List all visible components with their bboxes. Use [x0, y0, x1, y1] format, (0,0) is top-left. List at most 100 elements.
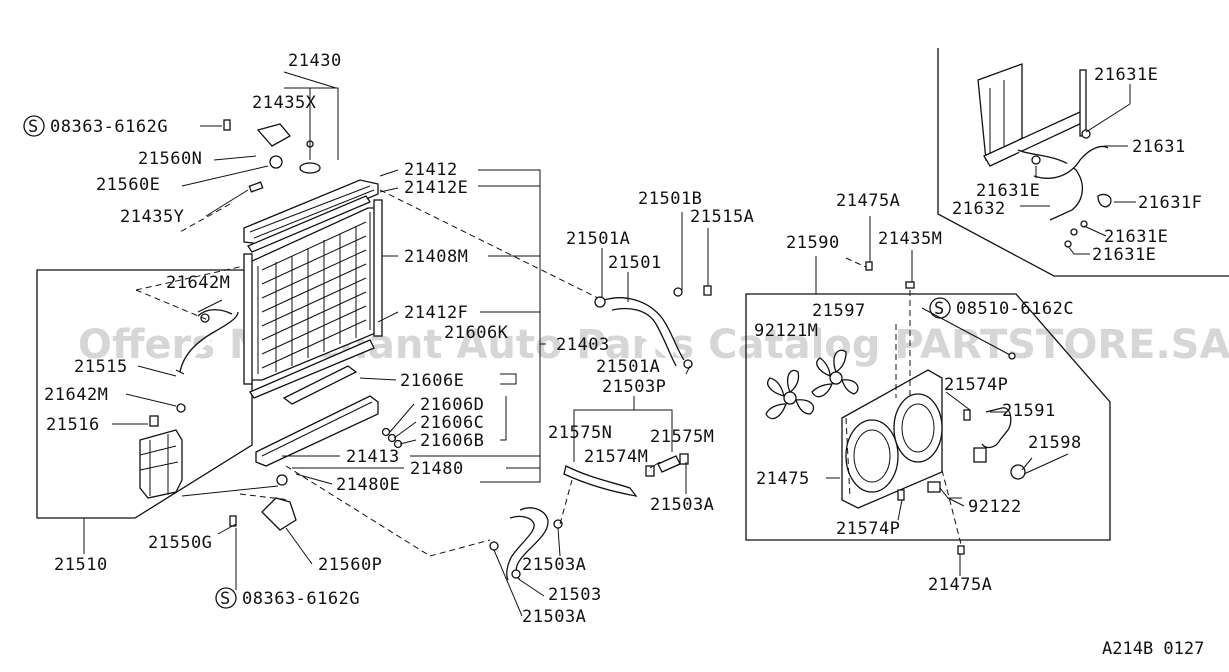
part-label-21435Y: 21435Y	[120, 207, 184, 227]
reservoir-group	[36, 261, 263, 554]
radiator-fins	[261, 221, 367, 372]
part-label-21480E: 21480E	[336, 475, 400, 495]
part-label-21575M: 21575M	[650, 427, 714, 447]
screw-marker-fan: S	[929, 297, 951, 319]
radiator-seal-lower[interactable]	[249, 339, 375, 399]
part-label-21503A-b: 21503A	[522, 555, 586, 575]
part-label-21475: 21475	[756, 469, 810, 489]
fan-connector[interactable]	[973, 447, 987, 463]
hose-clamp-upper-a[interactable]	[594, 296, 606, 308]
part-label-21642M-a: 21642M	[166, 273, 230, 293]
hose-clamp-top[interactable]	[200, 313, 210, 323]
part-label-21501A-a: 21501A	[566, 229, 630, 249]
oil-cooler-pipe-b[interactable]	[1033, 145, 1109, 179]
part-label-21550G: 21550G	[148, 533, 212, 553]
diagram-code: A214B 0127	[1102, 639, 1204, 659]
part-label-21501B: 21501B	[638, 189, 702, 209]
part-label-21606E: 21606E	[400, 371, 464, 391]
part-label-21591: 21591	[1002, 401, 1056, 421]
hose-clamp-bottom[interactable]	[176, 403, 186, 413]
part-label-21408M: 21408M	[404, 247, 468, 267]
part-label-92121M: 92121M	[754, 321, 818, 341]
lower-bracket[interactable]	[282, 365, 358, 405]
part-label-21606B: 21606B	[420, 431, 484, 451]
part-label-08363-bottom: 08363-6162G	[242, 589, 360, 609]
part-label-21475A-top: 21475A	[836, 191, 900, 211]
radiator-left-rail	[243, 253, 253, 385]
pipe-clamp-21631f[interactable]	[1097, 193, 1112, 208]
bolt-21515a[interactable]	[703, 285, 712, 296]
fan-shroud-ring-right	[893, 393, 943, 463]
part-label-08510: 08510-6162C	[956, 299, 1074, 319]
part-label-21631E-a: 21631E	[1094, 65, 1158, 85]
part-label-21412: 21412	[404, 160, 458, 180]
part-label-21515A: 21515A	[690, 207, 754, 227]
part-label-21503: 21503	[548, 585, 602, 605]
part-label-21574P-b: 21574P	[836, 519, 900, 539]
part-label-08363-top: 08363-6162G	[50, 117, 168, 137]
reservoir-frame	[36, 269, 253, 519]
fan-blade-left[interactable]	[765, 369, 815, 420]
part-label-21503A-c: 21503A	[522, 607, 586, 627]
part-label-21435X: 21435X	[252, 93, 317, 113]
mount-rubber[interactable]	[276, 474, 288, 486]
part-label-21574M: 21574M	[584, 447, 648, 467]
part-label-21631E-d: 21631E	[1092, 245, 1156, 265]
reservoir-hose[interactable]	[179, 311, 239, 373]
hose-clamp-21501b[interactable]	[673, 287, 683, 297]
fan-motor-harness[interactable]	[981, 407, 1012, 449]
part-label-92122: 92122	[968, 497, 1022, 517]
part-labels: 21430 21435X 08363-6162G 21560N 21560E 2…	[44, 51, 1202, 627]
part-label-21606D: 21606D	[420, 395, 484, 415]
part-label-21501A-b: 21501A	[596, 357, 660, 377]
part-label-21632: 21632	[952, 199, 1006, 219]
part-label-21413: 21413	[346, 447, 400, 467]
sensor-92122[interactable]	[927, 481, 941, 493]
reservoir-tank[interactable]	[139, 429, 183, 499]
upper-mount-bracket[interactable]	[256, 123, 292, 147]
hose-clamp-upper-b[interactable]	[683, 359, 693, 369]
part-label-21642M-b: 21642M	[44, 385, 108, 405]
part-label-21631E-b: 21631E	[976, 181, 1040, 201]
radiator-right-rail	[373, 199, 383, 337]
part-label-21516: 21516	[46, 415, 100, 435]
part-label-21560E: 21560E	[96, 175, 160, 195]
upper-mount-rubber[interactable]	[269, 155, 283, 169]
fan-blade-right[interactable]	[811, 349, 859, 398]
part-label-21574P-a: 21574P	[944, 375, 1008, 395]
part-label-21606C: 21606C	[420, 413, 484, 433]
part-label-21590: 21590	[786, 233, 840, 253]
part-label-21412E: 21412E	[404, 178, 468, 198]
part-label-21560N: 21560N	[138, 149, 202, 169]
inset-frame	[937, 48, 1229, 277]
fan-group	[745, 216, 1111, 576]
part-label-21503P: 21503P	[602, 377, 666, 397]
screw-marker-top: S	[23, 115, 45, 137]
part-label-21510: 21510	[54, 555, 108, 575]
part-label-21503A-a: 21503A	[650, 495, 714, 515]
radiator-seal-upper[interactable]	[247, 195, 371, 253]
part-label-21598: 21598	[1028, 433, 1082, 453]
part-label-21501: 21501	[608, 253, 662, 273]
part-label-21631F: 21631F	[1138, 193, 1202, 213]
part-label-21435M: 21435M	[878, 229, 942, 249]
fan-frame	[745, 293, 1111, 541]
inset-group	[937, 48, 1229, 277]
lower-mount-bracket[interactable]	[261, 497, 297, 531]
part-label-21631: 21631	[1132, 137, 1186, 157]
part-label-21430: 21430	[288, 51, 342, 71]
screw-marker-bottom: S	[215, 587, 237, 609]
svg-text:S: S	[28, 117, 39, 137]
svg-text:S: S	[220, 589, 231, 609]
radiator-cap[interactable]	[299, 162, 321, 174]
lower-pipe-21503p[interactable]	[563, 465, 638, 497]
part-label-21631E-c: 21631E	[1104, 227, 1168, 247]
part-label-21475A-bottom: 21475A	[928, 575, 992, 595]
thermo-switch-21598[interactable]	[1010, 464, 1026, 480]
part-label-21480: 21480	[410, 459, 464, 479]
part-label-21515: 21515	[74, 357, 128, 377]
reservoir-cap[interactable]	[149, 415, 159, 427]
part-label-21403: 21403	[556, 335, 610, 355]
svg-text:S: S	[934, 299, 945, 319]
radiator-group	[179, 119, 599, 557]
